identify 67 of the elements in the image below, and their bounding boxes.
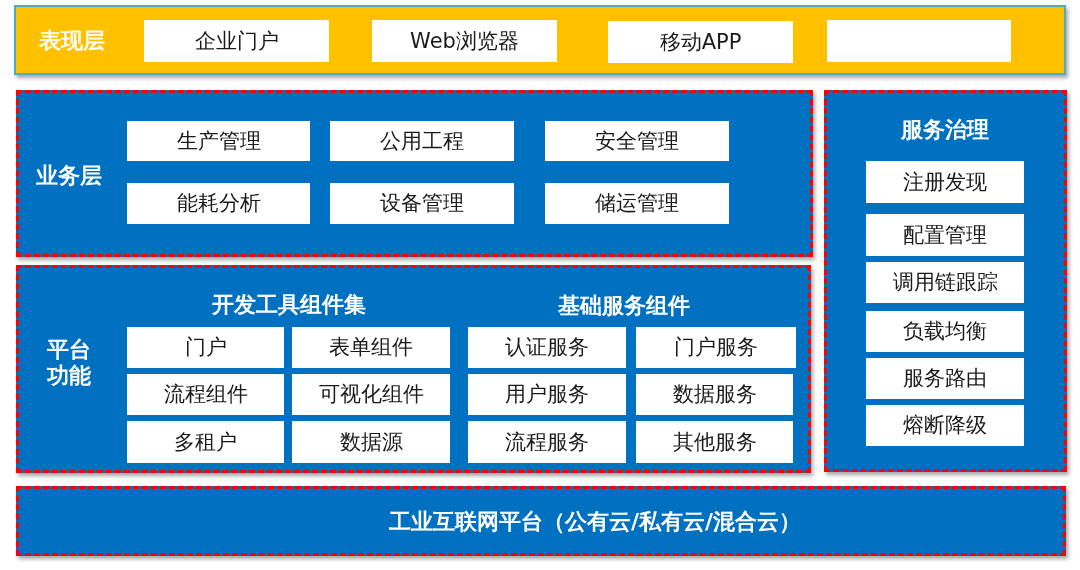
module-tile <box>545 121 729 161</box>
layer-title: 表现层 <box>39 27 105 55</box>
module-label: 负载均衡 <box>903 319 987 344</box>
module-tile <box>866 405 1024 446</box>
module-label: 配置管理 <box>903 222 987 248</box>
module-tile <box>636 327 796 368</box>
module-tile <box>866 311 1024 352</box>
module-tile <box>292 327 450 368</box>
module-tile <box>866 161 1024 203</box>
layer-panel <box>16 265 811 473</box>
module-label: 企业门户 <box>194 28 279 54</box>
module-tile <box>127 421 284 463</box>
module-label: 用户服务 <box>505 382 589 407</box>
module-label: 安全管理 <box>595 128 679 154</box>
module-tile <box>608 21 793 63</box>
module-tile <box>127 121 310 161</box>
module-label: 认证服务 <box>505 335 589 360</box>
layer-panel <box>16 90 813 257</box>
group-heading: 基础服务组件 <box>558 292 690 320</box>
module-tile <box>468 327 626 368</box>
module-tile <box>372 20 557 62</box>
module-tile <box>545 183 729 224</box>
layer-title: 工业互联网平台（公有云/私有云/混合云） <box>388 508 802 536</box>
group-heading: 开发工具组件集 <box>212 291 366 319</box>
module-label: 公用工程 <box>380 128 464 154</box>
module-label: 储运管理 <box>595 191 679 216</box>
module-tile <box>636 374 793 415</box>
module-tile <box>330 121 514 161</box>
module-label: 数据服务 <box>672 382 757 407</box>
module-label: 门户服务 <box>674 335 758 360</box>
module-tile <box>866 262 1024 303</box>
layer-title: 服务治理 <box>901 116 989 144</box>
module-label: Web浏览器 <box>410 28 519 54</box>
module-label: 熔断降级 <box>903 413 987 438</box>
module-label: 生产管理 <box>176 128 261 154</box>
module-tile <box>144 20 329 62</box>
blank-tile <box>827 20 1011 62</box>
module-label: 注册发现 <box>903 169 987 195</box>
module-label: 门户 <box>184 335 227 360</box>
module-label: 其他服务 <box>672 429 757 455</box>
module-label: 服务路由 <box>903 366 987 391</box>
module-tile <box>292 374 450 415</box>
module-tile <box>866 358 1024 399</box>
module-label: 表单组件 <box>329 335 413 360</box>
module-tile <box>292 421 450 463</box>
module-tile <box>127 374 284 415</box>
module-label: 流程服务 <box>505 429 589 455</box>
module-label: 能耗分析 <box>176 191 261 216</box>
layer-panel <box>824 90 1067 472</box>
module-tile <box>866 214 1024 256</box>
module-label: 多租户 <box>174 429 237 455</box>
module-tile <box>127 327 284 368</box>
layer-panel <box>16 486 1066 556</box>
module-tile <box>468 421 626 463</box>
layer-title: 业务层 <box>36 162 102 190</box>
module-label: 设备管理 <box>380 191 464 216</box>
module-tile <box>127 183 310 224</box>
module-label: 可视化组件 <box>318 382 424 407</box>
module-tile <box>330 183 514 224</box>
module-label: 移动APP <box>659 29 742 55</box>
module-tile <box>636 421 793 463</box>
module-label: 数据源 <box>339 429 403 455</box>
layer-band <box>14 5 1066 75</box>
module-label: 流程组件 <box>163 382 248 407</box>
module-tile <box>468 374 626 415</box>
module-label: 调用链跟踪 <box>892 270 998 295</box>
layer-title: 平台功能 <box>47 336 91 390</box>
